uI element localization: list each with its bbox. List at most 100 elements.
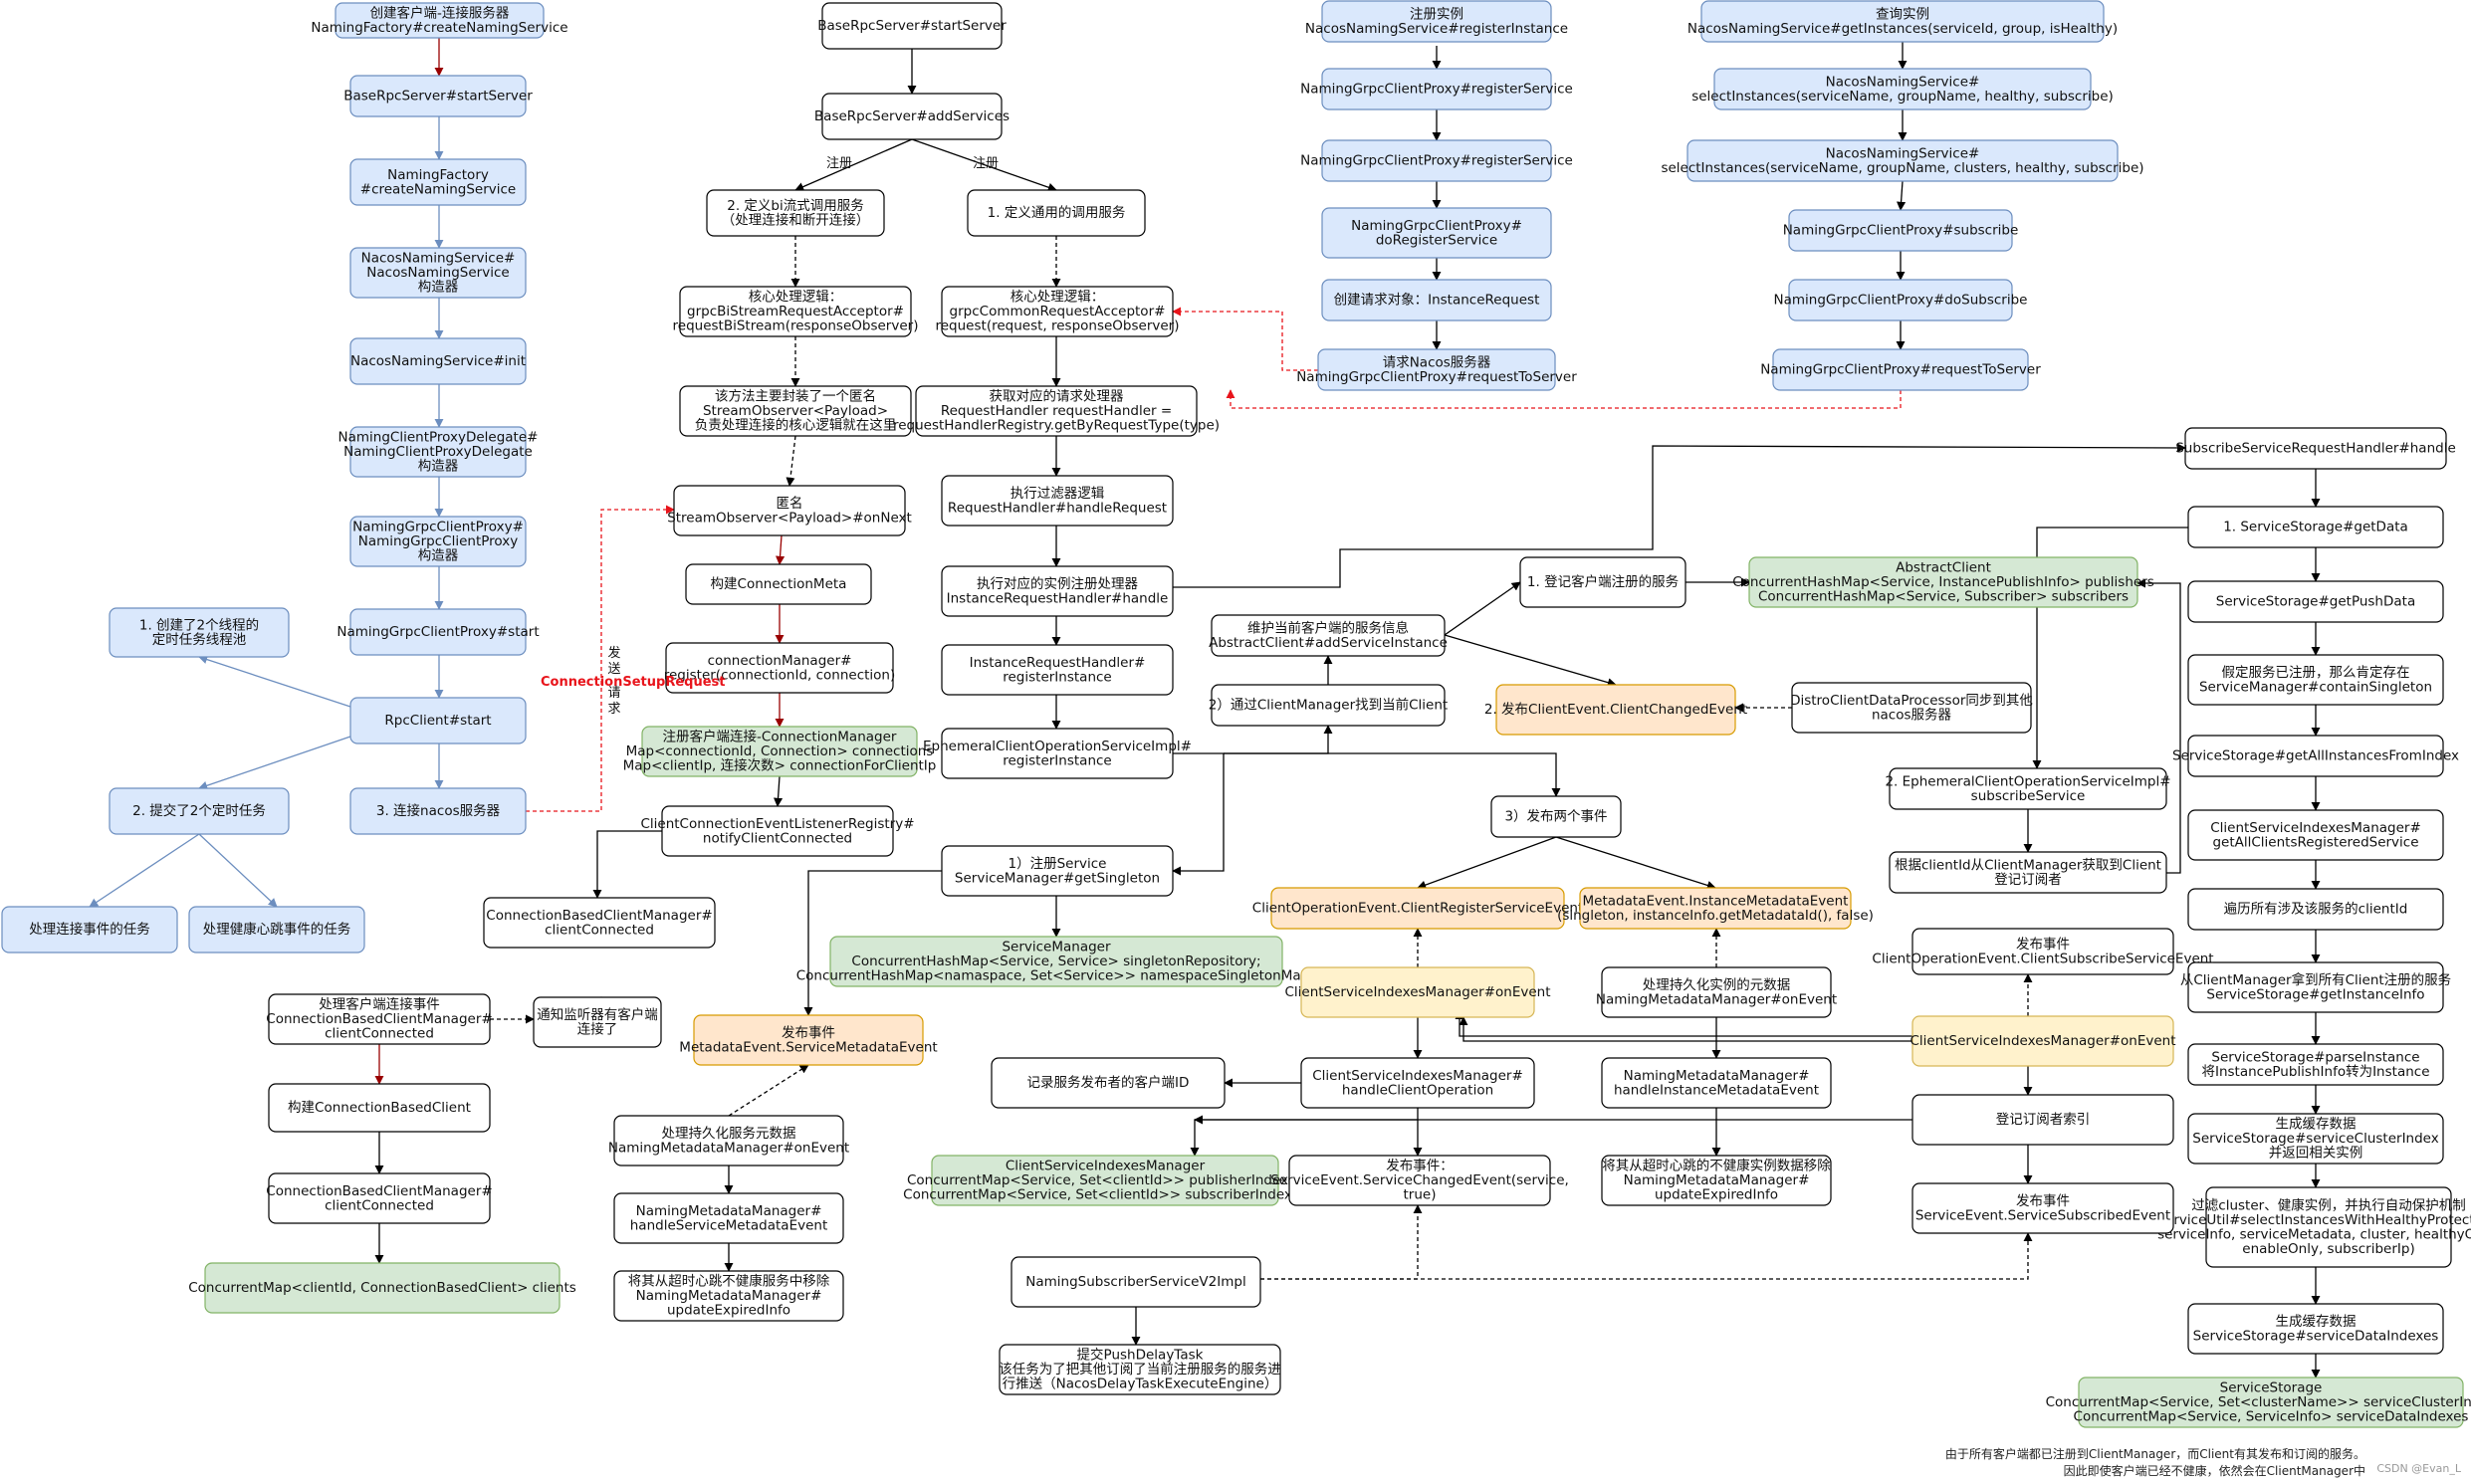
node-label-line: NamingGrpcClientProxy#registerService: [1300, 153, 1573, 169]
node-u1: SubscribeServiceRequestHandler#handle: [2175, 427, 2456, 470]
node-label-line: ConcurrentMap<Service, Set<clientId>> su…: [903, 1187, 1307, 1203]
node-box: [204, 1262, 561, 1314]
node-label-line: NacosNamingService#: [1826, 145, 1980, 161]
node-label-line: AbstractClient: [1896, 560, 1991, 576]
node-label-line: ConcurrentMap<Service, Set<clientId>> pu…: [907, 1172, 1303, 1188]
node-label-line: 通知监听器有客户端: [537, 1006, 658, 1023]
node-label-line: InstanceRequestHandler#: [970, 655, 1146, 671]
node-c9: RpcClient#start: [349, 697, 527, 744]
node-label-line: 创建请求对象：InstanceRequest: [1334, 293, 1540, 309]
node-m12: 记录服务发布者的客户端ID: [991, 1057, 1226, 1109]
footer-note-line-1: 由于所有客户端都已注册到ClientManager，而Client有其发布和订阅…: [1945, 1446, 2365, 1461]
node-label-line: 1）注册Service: [1009, 856, 1107, 872]
node-label-line: requestBiStream(responseObserver): [673, 318, 919, 334]
node-s11: 构建ConnectionMeta: [685, 563, 872, 605]
node-s24: 构建ConnectionBasedClient: [268, 1083, 491, 1133]
node-box: [335, 2, 545, 39]
node-label-line: 发布事件: [2016, 1193, 2070, 1209]
node-box: [349, 337, 527, 385]
node-box: [1317, 348, 1556, 391]
edge-29: [774, 775, 784, 807]
edge-30: [592, 830, 662, 899]
node-box: [1321, 207, 1552, 259]
node-c3: NamingFactory#createNamingService: [349, 158, 527, 206]
node-m16: 发布事件：ServiceEvent.ServiceChangedEvent(se…: [1270, 1155, 1569, 1206]
edge-74: [1226, 389, 1902, 409]
node-s14: InstanceRequestHandler#registerInstance: [941, 644, 1174, 696]
node-box: [673, 485, 906, 536]
node-label-line: ServiceStorage#serviceDataIndexes: [2193, 1328, 2439, 1344]
node-label-line: NamingMetadataManager#: [1624, 1068, 1810, 1084]
node-label-line: 该任务为了把其他订阅了当前注册服务的服务进: [999, 1361, 1281, 1378]
node-label-line: 登记订阅者: [1994, 872, 2062, 888]
node-label-line: ServiceStorage#getPushData: [2216, 594, 2415, 610]
node-label-line: 匿名: [777, 496, 803, 512]
edge-label-send-1: 发: [607, 645, 620, 661]
node-label-line: 查询实例: [1876, 6, 1929, 22]
node-c13: 处理连接事件的任务: [1, 906, 178, 954]
node-box: [2187, 1303, 2444, 1355]
node-label-line: getAllClientsRegisteredService: [2212, 834, 2418, 850]
node-s27: NamingMetadataManager#handleServiceMetad…: [613, 1192, 844, 1244]
node-label-line: 构造器: [418, 459, 459, 475]
node-label-line: NacosNamingService#: [1826, 74, 1980, 90]
node-box: [1490, 795, 1622, 838]
node-label-line: 连接了: [577, 1020, 618, 1037]
node-q6: NamingGrpcClientProxy#requestToServer: [1760, 348, 2041, 391]
node-label-line: ServiceManager: [1002, 940, 1111, 955]
node-label-line: 2. 提交了2个定时任务: [132, 802, 266, 819]
node-box: [661, 805, 894, 857]
node-label-line: EphemeralClientOperationServiceImpl#: [923, 739, 1192, 754]
node-label-line: ServiceUtil#selectInstancesWithHealthyPr…: [2157, 1212, 2471, 1228]
edge-46: [1444, 634, 1617, 688]
node-label-line: NamingGrpcClientProxy#start: [337, 624, 539, 640]
edge-11: [89, 833, 200, 908]
node-label-line: NamingMetadataManager#onEvent: [1596, 991, 1837, 1007]
node-label-line: ConcurrentHashMap<Service, Service> sing…: [851, 954, 1260, 969]
node-box: [613, 1270, 844, 1322]
node-box: [2187, 735, 2444, 777]
edge-50: [1417, 836, 1557, 890]
node-box: [1288, 1155, 1551, 1206]
labels-layer: 注册 注册 ConnectionSetupRequest 发 送 请 求 由于所…: [541, 156, 2462, 1478]
node-label-line: NamingGrpcClientProxy#: [352, 520, 524, 535]
node-box: [1321, 279, 1552, 321]
node-label-line: ClientConnectionEventListenerRegistry#: [640, 816, 914, 832]
edge-39: [728, 1064, 809, 1117]
node-box: [1911, 928, 2174, 975]
node-label-line: selectInstances(serviceName, groupName, …: [1691, 89, 2114, 105]
node-box: [349, 247, 527, 299]
node-box: [941, 475, 1174, 527]
node-box: [821, 2, 1003, 50]
node-label-line: Map<connectionId, Connection> connection…: [626, 743, 934, 759]
node-label-line: 处理持久化实例的元数据: [1643, 977, 1791, 993]
node-s19: ConnectionBasedClientManager#clientConne…: [483, 897, 716, 949]
edge-16: [911, 138, 1057, 192]
node-label-line: NacosNamingService#getInstances(serviceI…: [1687, 21, 2118, 37]
node-label-line: ClientServiceIndexesManager#: [2210, 820, 2421, 836]
node-label-line: NamingGrpcClientProxy#registerService: [1300, 82, 1573, 98]
node-u8: 从ClientManager拿到所有Client注册的服务ServiceStor…: [2180, 961, 2451, 1013]
node-box: [483, 897, 716, 949]
edge-20: [786, 435, 796, 487]
node-s1: BaseRpcServer#startServer: [817, 2, 1007, 50]
node-label-line: NamingGrpcClientProxy: [358, 533, 518, 549]
node-box: [349, 697, 527, 744]
node-box: [1300, 966, 1535, 1018]
node-box: [2187, 1043, 2444, 1086]
node-label-line: 并返回相关实例: [2269, 1146, 2363, 1162]
node-box: [821, 93, 1003, 140]
node-box: [1748, 556, 2138, 608]
node-u5: ServiceStorage#getAllInstancesFromIndex: [2172, 735, 2459, 777]
node-label-line: 登记订阅者索引: [1996, 1112, 2091, 1128]
node-label-line: ConcurrentHashMap<Service, InstancePubli…: [1732, 574, 2154, 590]
node-label-line: ClientOperationEvent.ClientSubscribeServ…: [1872, 951, 2213, 966]
edge-43: [1224, 725, 1333, 754]
node-label-line: ServiceStorage: [2220, 1380, 2323, 1396]
node-box: [685, 563, 872, 605]
node-box: [2187, 580, 2444, 623]
node-m13: ClientServiceIndexesManager#handleClient…: [1300, 1057, 1535, 1109]
